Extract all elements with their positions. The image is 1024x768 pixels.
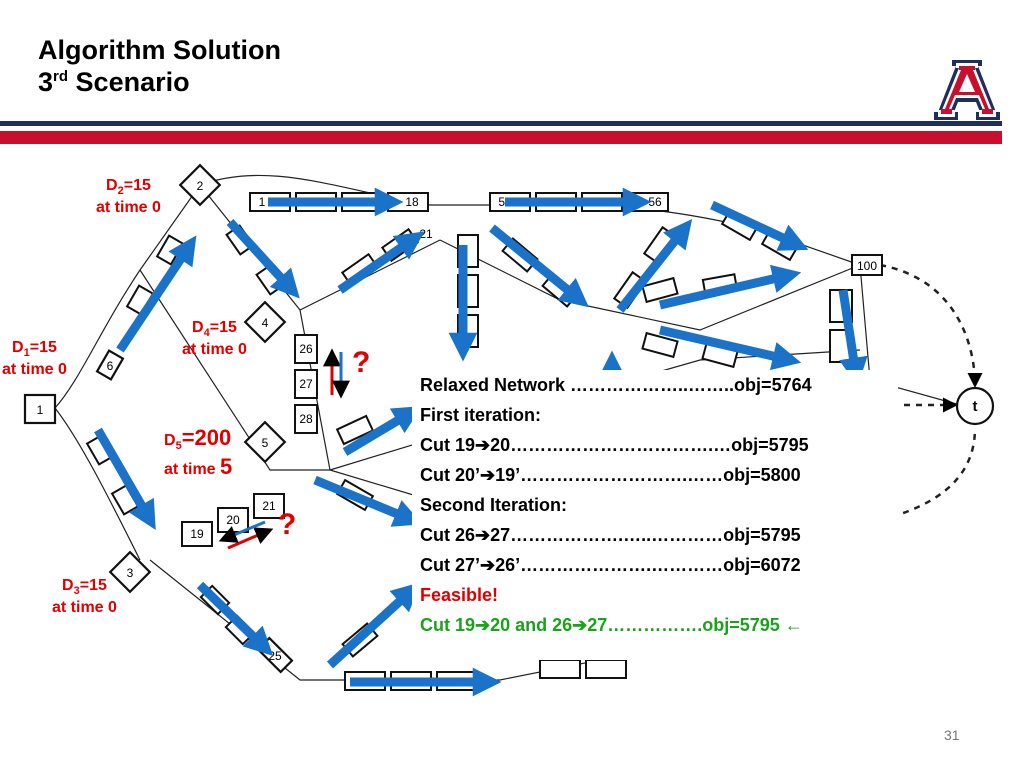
result-relaxed: Relaxed Network ………………..……..obj=5764 [420, 375, 812, 395]
node-label: 18 [405, 195, 419, 209]
node-label: 100 [857, 259, 877, 273]
university-logo [934, 60, 1000, 120]
node-label: 26 [299, 342, 313, 356]
node-label: 21 [419, 227, 433, 241]
node-label: 3 [127, 566, 134, 580]
result-second-iteration: Second Iteration: [420, 495, 568, 515]
node-label: 21 [262, 499, 276, 513]
header-rule-red [0, 131, 1002, 144]
demand-label-d2: D2=15 at time 0 [96, 177, 161, 217]
title-rest: Scenario [75, 67, 190, 98]
node-label: 5 [262, 436, 269, 450]
node-label: 2 [197, 179, 204, 193]
node-label: 1 [37, 403, 44, 417]
question-mark-lower: ? [278, 508, 297, 541]
title-num: 3 [38, 67, 54, 98]
title-sup: rd [53, 68, 69, 86]
title-line2: 3rd Scenario [38, 66, 281, 98]
result-cut-26-27: Cut 26➔27……………….…..…………obj=5795 [420, 525, 801, 545]
node-label: 4 [262, 316, 269, 330]
demand-label-d3: D3=15 at time 0 [52, 577, 117, 617]
node-label: 28 [299, 412, 313, 426]
header-rule-navy [0, 121, 1002, 126]
node-label: 56 [648, 195, 662, 209]
question-mark-upper: ? [352, 346, 371, 379]
sink-node-label: t [973, 398, 978, 415]
result-cut-19-20: Cut 19➔20…………………………….…obj=5795 [420, 435, 809, 455]
node-label: 6 [107, 359, 114, 373]
node-label: 25 [268, 649, 282, 663]
node-label: 27 [299, 377, 313, 391]
network-diagram: 1 2 4 5 3 6 1 18 52 56 100 26 27 28 19 2… [23, 163, 995, 697]
results-box: Relaxed Network ………………..……..obj=5764 Fir… [412, 370, 898, 660]
result-feasible: Feasible! [420, 585, 499, 605]
result-cut-27-26: Cut 27’➔26’………………….…………obj=6072 [420, 555, 801, 575]
node-label: 19 [190, 527, 204, 541]
demand-label-d4: D4=15 at time 0 [182, 319, 247, 359]
demand-label-d1: D1=15 at time 0 [2, 339, 67, 379]
result-final: Cut 19➔20 and 26➔27…………….obj=5795 ← [420, 615, 803, 635]
result-cut-20-19: Cut 20’➔19’……………………….……obj=5800 [420, 465, 801, 485]
demand-label-d5: D5=200 at time 5 [164, 425, 233, 480]
title-line1: Algorithm Solution [38, 35, 281, 65]
result-first-iteration: First iteration: [420, 405, 542, 425]
slide-title: Algorithm Solution 3rd Scenario [38, 34, 281, 99]
node-label: 20 [226, 513, 240, 527]
node-label: 1 [259, 195, 266, 209]
page-number: 31 [944, 727, 960, 743]
